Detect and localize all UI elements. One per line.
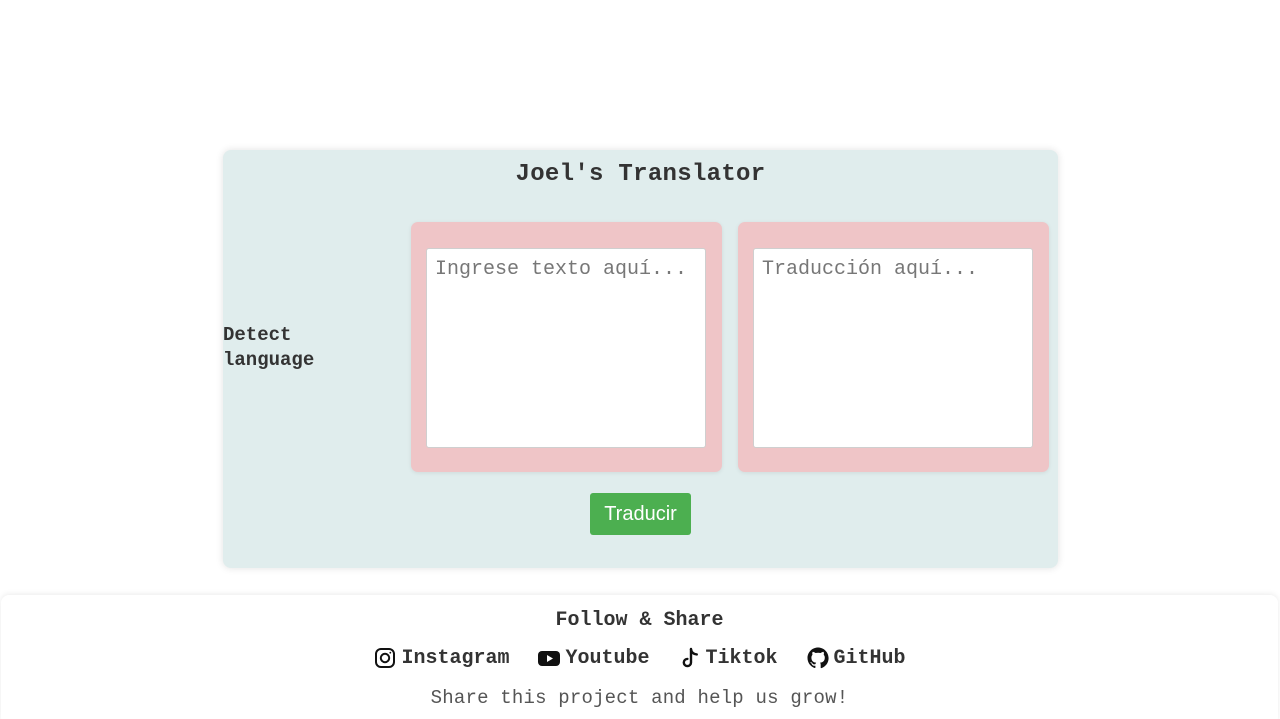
footer: Follow & Share Instagram xyxy=(1,595,1278,719)
footer-title: Follow & Share xyxy=(555,609,724,632)
translator-card: Joel's Translator Detect language Traduc… xyxy=(223,150,1058,568)
youtube-label: Youtube xyxy=(565,646,650,670)
page-title: Joel's Translator xyxy=(515,161,766,188)
github-link[interactable]: GitHub xyxy=(806,644,906,672)
source-text-input[interactable] xyxy=(426,248,706,448)
youtube-link[interactable]: Youtube xyxy=(537,644,650,672)
social-links: Instagram Youtube Tikt xyxy=(1,644,1278,672)
instagram-icon xyxy=(373,646,397,670)
github-label: GitHub xyxy=(833,646,906,670)
translation-output[interactable] xyxy=(753,248,1033,448)
tiktok-icon xyxy=(678,646,702,670)
translate-button[interactable]: Traducir xyxy=(590,493,691,535)
source-language-selector[interactable]: Detect language xyxy=(223,324,315,371)
instagram-link[interactable]: Instagram xyxy=(373,644,509,672)
youtube-icon xyxy=(537,646,561,670)
source-panel xyxy=(411,222,722,472)
target-panel xyxy=(738,222,1049,472)
github-icon xyxy=(806,646,830,670)
tiktok-label: Tiktok xyxy=(705,646,778,670)
footer-tagline: Share this project and help us grow! xyxy=(430,687,849,709)
instagram-label: Instagram xyxy=(401,646,510,670)
tiktok-link[interactable]: Tiktok xyxy=(678,644,778,672)
